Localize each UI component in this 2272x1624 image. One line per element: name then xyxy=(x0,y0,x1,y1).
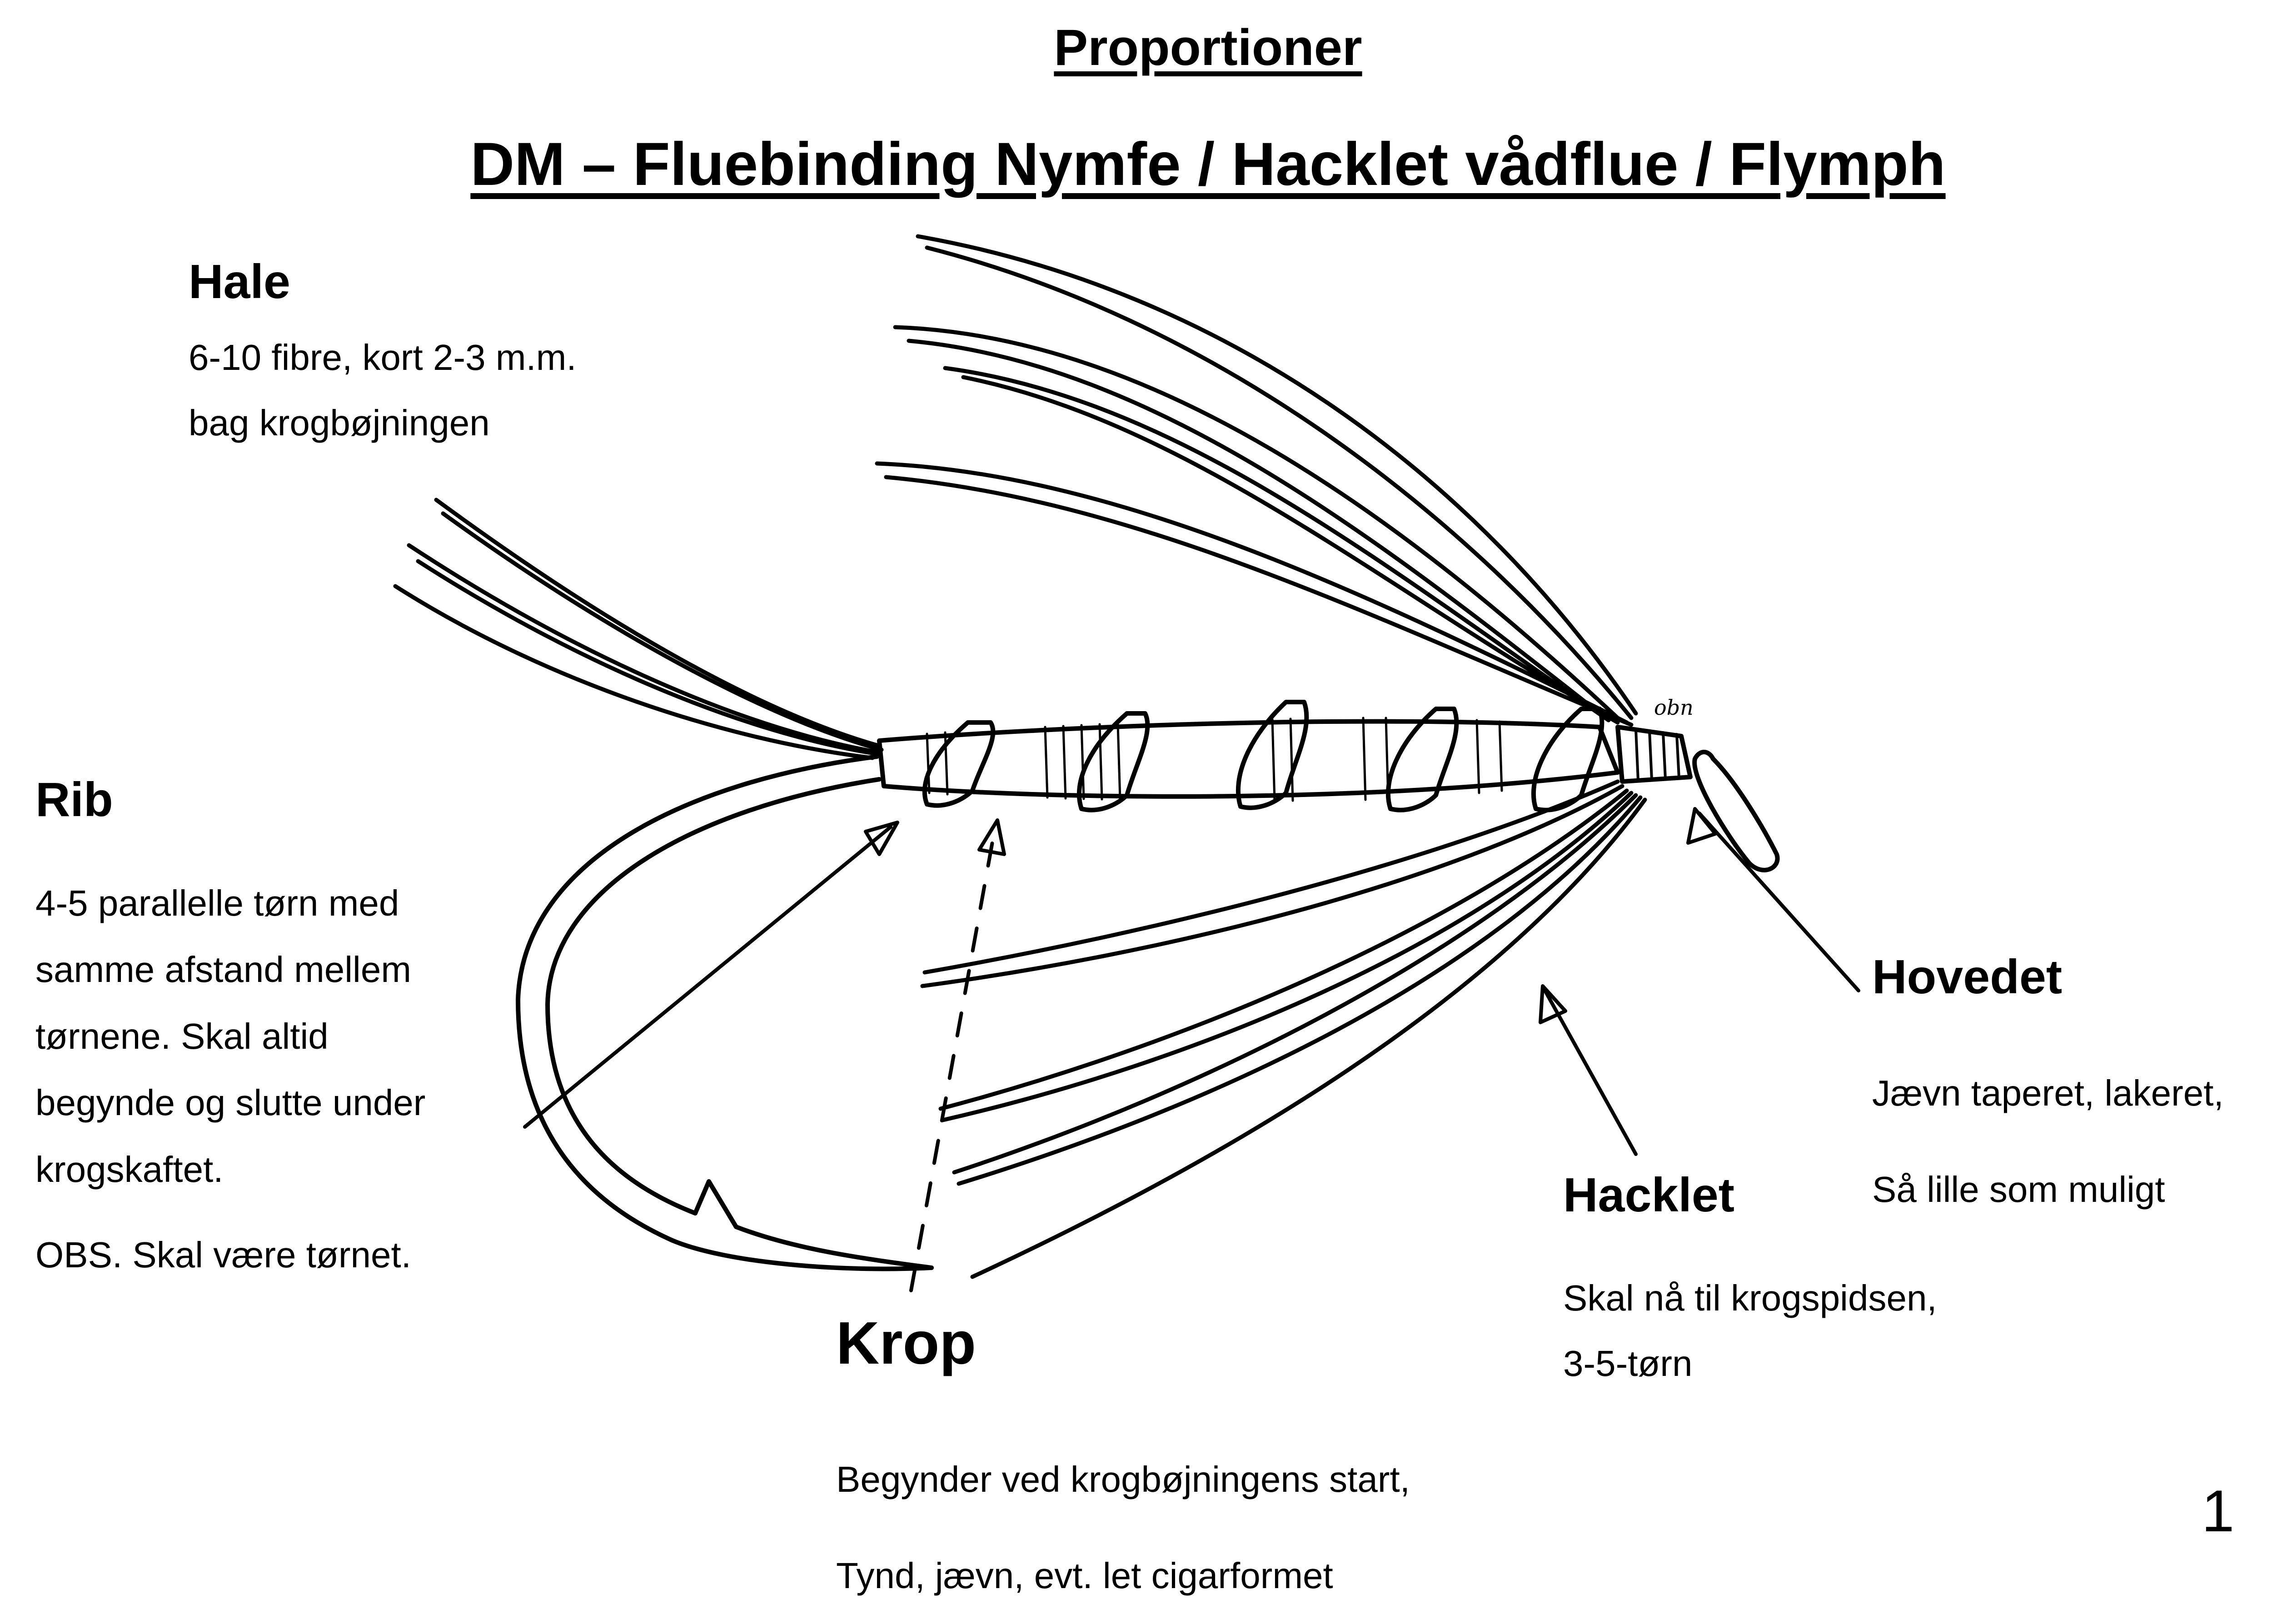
illustrator-signature: obn xyxy=(1654,695,1694,720)
rib-line: tørnene. Skal altid xyxy=(35,1016,329,1056)
tail-fibres xyxy=(393,498,884,760)
hacklet-label: Hacklet xyxy=(1563,1168,1735,1222)
krop-line: Begynder ved krogbøjningens start, xyxy=(836,1459,1410,1499)
hovedet-line: Så lille som muligt xyxy=(1872,1169,2165,1210)
main-title: DM – Fluebinding Nymfe / Hacklet vådflue… xyxy=(470,130,1946,198)
krop-label: Krop xyxy=(836,1310,976,1376)
rib-note: OBS. Skal være tørnet. xyxy=(35,1235,411,1275)
rib-label: Rib xyxy=(35,773,113,827)
body xyxy=(877,700,1620,812)
pointer-arrows xyxy=(523,807,1860,1292)
rib-line: begynde og slutte under xyxy=(35,1082,426,1123)
hacklet-line: Skal nå til krogspidsen, xyxy=(1563,1278,1937,1318)
hacklet-description: Skal nå til krogspidsen, 3-5-tørn xyxy=(1563,1265,1937,1396)
hale-label: Hale xyxy=(189,255,290,309)
hale-line: bag krogbøjningen xyxy=(189,403,490,443)
hacklet-line: 3-5-tørn xyxy=(1563,1343,1693,1384)
rib-line: krogskaftet. xyxy=(35,1149,224,1190)
hovedet-description: Jævn taperet, lakeret, Så lille som muli… xyxy=(1872,1045,2224,1238)
rib-line: samme afstand mellem xyxy=(35,949,411,990)
hook xyxy=(516,754,934,1271)
hovedet-label: Hovedet xyxy=(1872,950,2063,1004)
rib-line: 4-5 parallelle tørn med xyxy=(35,883,399,923)
krop-description: Begynder ved krogbøjningens start, Tynd,… xyxy=(836,1431,1410,1624)
wing-fibres xyxy=(875,234,1638,727)
rib-description: 4-5 parallelle tørn med samme afstand me… xyxy=(35,870,425,1203)
page-number: 1 xyxy=(2202,1478,2235,1544)
hale-description: 6-10 fibre, kort 2-3 m.m. bag krogbøjnin… xyxy=(189,325,577,456)
krop-line: Tynd, jævn, evt. let cigarformet xyxy=(836,1555,1333,1596)
head xyxy=(1615,725,1780,872)
hackle-fibres xyxy=(920,779,1647,1279)
page-title: Proportioner xyxy=(1054,19,1362,76)
hovedet-line: Jævn taperet, lakeret, xyxy=(1872,1073,2224,1113)
hale-line: 6-10 fibre, kort 2-3 m.m. xyxy=(189,337,577,378)
